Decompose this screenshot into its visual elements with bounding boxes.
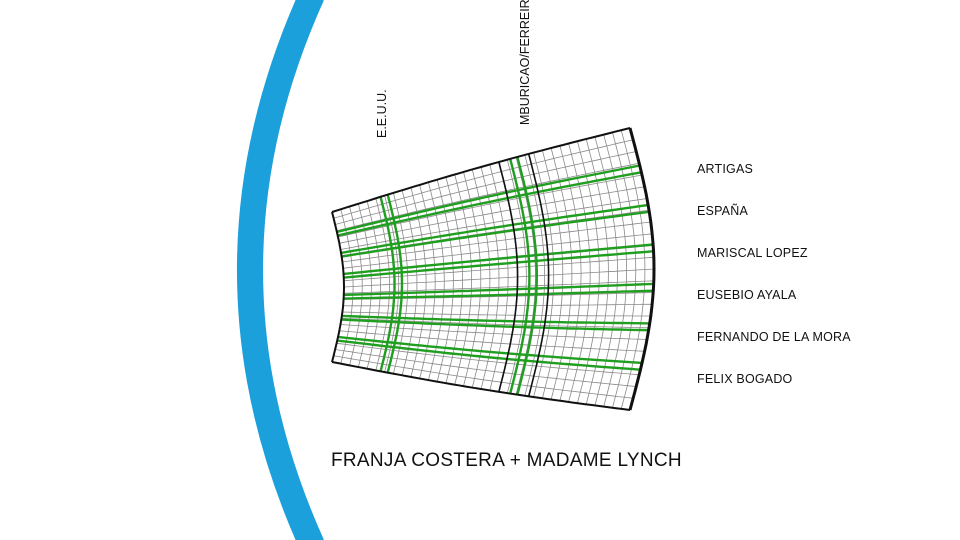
street-label-felix-bogado: FELIX BOGADO [697,372,793,386]
avenue-line [527,153,550,397]
street-label-espana: ESPAÑA [697,204,748,218]
avenue-line [498,161,519,392]
street-label-mariscal-lopez: MARISCAL LOPEZ [697,246,808,260]
street-highlight-horizontal [337,335,643,365]
grid-outline-right [628,127,656,411]
street-highlight-horizontal [343,282,654,297]
grid-outline-bottom [331,361,631,411]
blue-arc [237,0,324,540]
street-highlight-horizontal [343,289,654,300]
street-highlight-horizontal [337,339,641,371]
street-highlight-horizontal [336,164,640,234]
grid-line-horizontal [333,355,634,399]
street-label-artigas: ARTIGAS [697,162,754,176]
diagram-caption: FRANJA COSTERA + MADAME LYNCH [331,450,682,471]
street-highlight-horizontal [341,210,650,258]
street-highlight-horizontal [343,250,654,279]
street-highlight-horizontal [341,314,650,325]
street-highlight-horizontal [343,243,654,276]
street-highlights [336,156,654,395]
grid-outline-top [331,127,631,213]
street-highlight-horizontal [337,171,642,237]
street-label-fernando-de-la-mora: FERNANDO DE LA MORA [697,330,851,344]
grid-line-horizontal [333,139,634,219]
street-label-eeuu: E.E.U.U. [375,89,389,138]
grid-outline [331,127,656,411]
grid-outline-left [331,211,346,363]
street-highlight-horizontal [341,318,649,332]
street-label-eusebio-ayala: EUSEBIO AYALA [697,288,797,302]
street-highlight-horizontal [340,203,649,255]
street-label-mburicao-ferreira: MBURICAO/FERREIRA [518,0,532,125]
